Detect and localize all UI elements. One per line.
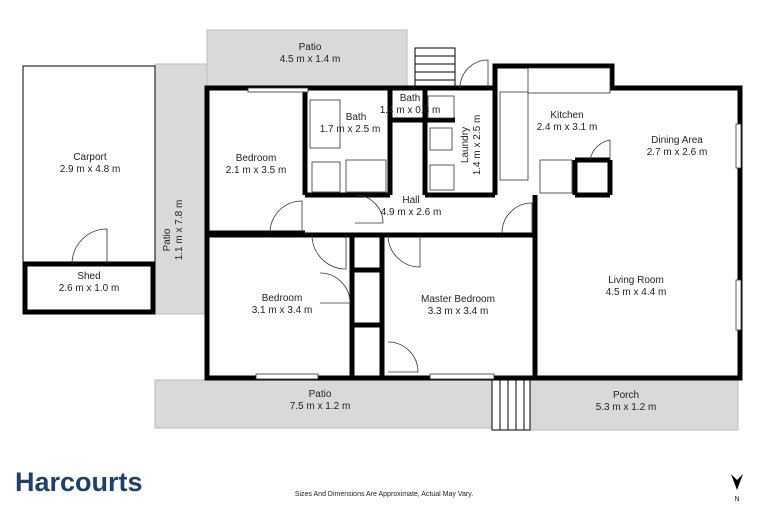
bath2-name: Bath xyxy=(400,93,421,104)
hall-name: Hall xyxy=(402,195,419,206)
interior-walls xyxy=(207,88,613,378)
shed-dims: 2.6 m x 1.0 m xyxy=(59,283,120,294)
living-room-name: Living Room xyxy=(608,275,664,286)
patio-top-area xyxy=(206,29,408,87)
bath2-dims: 1.4 m x 0.8 m xyxy=(380,105,441,116)
steps-top xyxy=(414,47,456,89)
bedroom2-dims: 3.1 m x 3.4 m xyxy=(252,305,313,316)
dining-name: Dining Area xyxy=(651,135,703,146)
north-label: N xyxy=(734,496,739,503)
bath1-name: Bath xyxy=(346,112,367,123)
house-exterior-wall xyxy=(204,63,743,381)
shed-walls xyxy=(22,261,156,315)
shed-name: Shed xyxy=(77,271,100,282)
patio-top-name: Patio xyxy=(299,42,322,53)
carport-name: Carport xyxy=(73,152,107,163)
hall-dims: 4.9 m x 2.6 m xyxy=(381,207,442,218)
bedroom1-name: Bedroom xyxy=(236,153,277,164)
fixtures xyxy=(247,67,742,380)
disclaimer-text: Sizes And Dimensions Are Approximate, Ac… xyxy=(295,491,473,498)
master-bedroom-name: Master Bedroom xyxy=(421,294,495,305)
dining-dims: 2.7 m x 2.6 m xyxy=(647,147,708,158)
carport-dims: 2.9 m x 4.8 m xyxy=(60,164,121,175)
steps-bottom xyxy=(491,379,531,431)
patio-bottom-name: Patio xyxy=(309,389,332,400)
patio-side-dims: 1.1 m x 7.8 m xyxy=(174,200,185,261)
master-bedroom-dims: 3.3 m x 3.4 m xyxy=(428,306,489,317)
doors xyxy=(71,59,611,373)
bedroom2-name: Bedroom xyxy=(262,293,303,304)
patio-side-name: Patio xyxy=(162,228,173,251)
kitchen-dims: 2.4 m x 3.1 m xyxy=(537,122,598,133)
living-room-dims: 4.5 m x 4.4 m xyxy=(606,287,667,298)
north-arrow-icon xyxy=(731,474,743,490)
laundry-dims: 1.4 m x 2.5 m xyxy=(472,115,483,176)
patio-side-area xyxy=(154,63,208,315)
brand-logo: Harcourts xyxy=(15,467,143,497)
bedroom1-dims: 2.1 m x 3.5 m xyxy=(226,165,287,176)
patio-bottom-dims: 7.5 m x 1.2 m xyxy=(290,401,351,412)
patio-bottom-area xyxy=(154,379,493,429)
porch-dims: 5.3 m x 1.2 m xyxy=(596,402,657,413)
porch-name: Porch xyxy=(613,390,639,401)
laundry-name: Laundry xyxy=(460,127,471,163)
patio-top-dims: 4.5 m x 1.4 m xyxy=(280,54,341,65)
bath1-dims: 1.7 m x 2.5 m xyxy=(320,124,381,135)
kitchen-name: Kitchen xyxy=(550,110,583,121)
